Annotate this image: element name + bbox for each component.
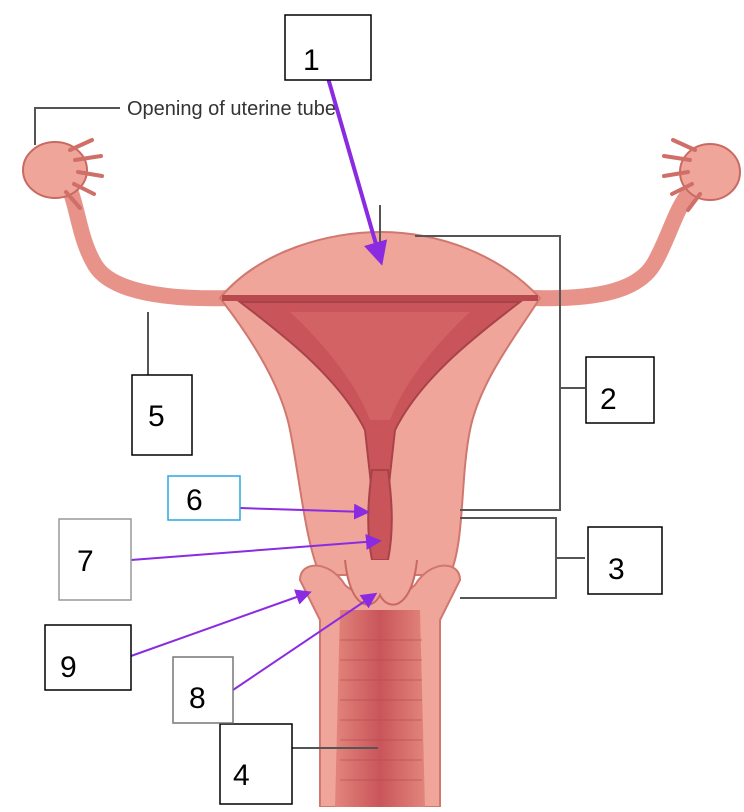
cervical-canal xyxy=(368,470,392,560)
label-box-6[interactable]: 6 xyxy=(168,476,240,520)
label-3-text: 3 xyxy=(608,553,625,586)
label-4-text: 4 xyxy=(233,759,250,792)
label-box-7[interactable]: 7 xyxy=(59,519,131,600)
cervix-lips xyxy=(345,560,417,605)
label-box-4[interactable]: 4 xyxy=(220,724,292,804)
label-box-3[interactable]: 3 xyxy=(588,527,662,594)
label-9-text: 9 xyxy=(60,651,77,684)
label-box-1[interactable]: 1 xyxy=(285,15,371,80)
label-2-text: 2 xyxy=(600,383,617,416)
label-box-2[interactable]: 2 xyxy=(586,357,654,423)
left-fimbriae xyxy=(23,140,102,208)
label-box-5[interactable]: 5 xyxy=(132,375,192,455)
label-6-text: 6 xyxy=(186,484,203,517)
anatomy-illustration xyxy=(23,140,740,807)
caption-text: Opening of uterine tube xyxy=(127,98,336,120)
label-5-text: 5 xyxy=(148,400,165,433)
label-box-9[interactable]: 9 xyxy=(45,625,131,690)
label-1-text: 1 xyxy=(303,44,320,77)
right-uterine-tube xyxy=(530,192,690,298)
label-8-text: 8 xyxy=(189,682,206,715)
caption-leader xyxy=(35,108,120,145)
label-7-text: 7 xyxy=(77,545,94,578)
label-box-8[interactable]: 8 xyxy=(173,657,233,723)
arrow-1 xyxy=(328,78,380,258)
left-uterine-tube xyxy=(70,190,230,298)
arrow-9 xyxy=(131,593,308,656)
